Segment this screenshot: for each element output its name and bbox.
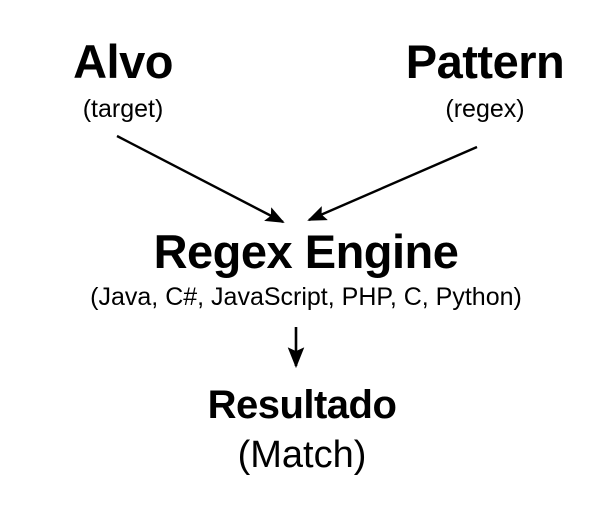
node-target-title: Alvo — [73, 35, 173, 88]
arrow-pattern-to-engine — [307, 145, 478, 222]
arrow-target-to-engine — [116, 134, 285, 224]
node-pattern-title: Pattern — [405, 35, 565, 88]
node-pattern: Pattern (regex) — [360, 38, 600, 122]
node-engine-subtitle: (Java, C#, JavaScript, PHP, C, Python) — [90, 283, 522, 311]
node-result-title: Resultado — [207, 383, 397, 427]
node-target-subtitle: (target) — [82, 95, 164, 123]
node-engine: Regex Engine (Java, C#, JavaScript, PHP,… — [0, 228, 600, 310]
node-result: Resultado (Match) — [0, 385, 600, 474]
node-engine-title: Regex Engine — [153, 225, 459, 278]
node-pattern-subtitle: (regex) — [445, 95, 525, 123]
node-target: Alvo (target) — [0, 38, 246, 122]
node-result-subtitle: (Match) — [237, 434, 367, 476]
